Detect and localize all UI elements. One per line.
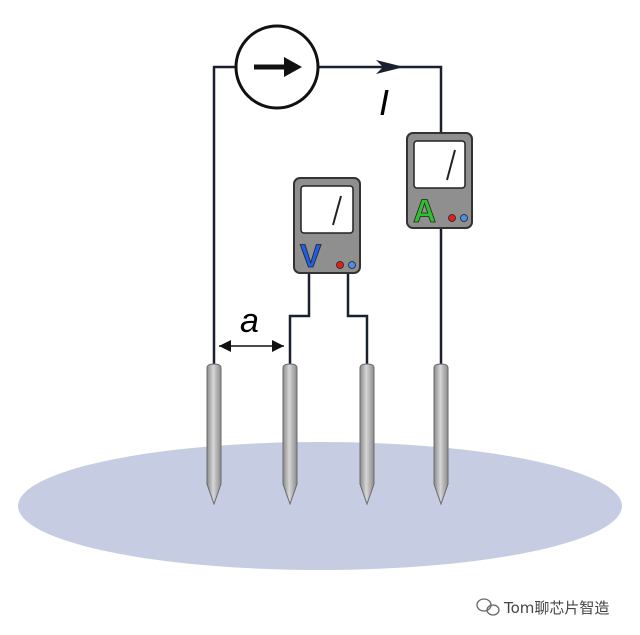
voltmeter-terminal-red — [336, 261, 344, 269]
electrode-3 — [359, 363, 375, 506]
wire-left-to-source — [212, 65, 236, 364]
ground-surface — [18, 442, 622, 570]
voltmeter: V — [293, 177, 361, 274]
electrodes — [206, 363, 449, 506]
ammeter-needle — [446, 149, 456, 181]
electrode-2 — [282, 363, 298, 506]
voltmeter-needle — [332, 195, 342, 226]
current-direction-arrow — [376, 60, 404, 74]
wire-voltmeter-left-lead — [288, 272, 311, 364]
voltmeter-letter: V — [300, 238, 322, 274]
spacing-label: a — [240, 302, 259, 340]
watermark-text: Tom聊芯片智造 — [503, 599, 609, 617]
wire-voltmeter-right-lead — [346, 272, 369, 364]
wire-source-to-ammeter — [318, 65, 443, 134]
voltmeter-terminal-blue — [348, 261, 356, 269]
current-label: I — [379, 82, 389, 123]
wechat-icon — [476, 598, 500, 616]
watermark: Tom聊芯片智造 — [476, 598, 609, 617]
voltmeter-display — [300, 185, 354, 234]
current-source — [234, 24, 320, 110]
ammeter-terminal-blue — [460, 214, 468, 222]
ammeter-display — [413, 140, 466, 189]
electrode-1 — [206, 363, 222, 506]
ammeter: A — [406, 132, 473, 229]
ammeter-terminal-red — [448, 214, 456, 222]
electrode-4 — [433, 363, 449, 506]
ammeter-letter: A — [413, 193, 436, 229]
circuit-wires — [212, 65, 443, 364]
